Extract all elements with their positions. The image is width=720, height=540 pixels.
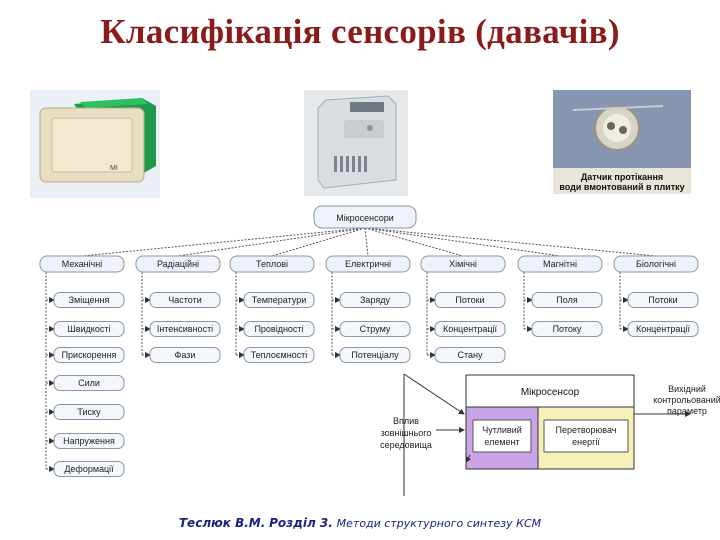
converter-line2: енергії	[572, 437, 600, 447]
root-node	[313, 205, 417, 229]
subcategory-node	[531, 292, 603, 308]
subcategory-label: Напруження	[63, 436, 115, 446]
subcategory-node	[243, 292, 315, 308]
subcategory-node	[53, 292, 125, 308]
category-label: Теплові	[256, 259, 288, 269]
subcategory-node	[149, 292, 221, 308]
subcategory-node	[149, 347, 221, 363]
subcategory-label: Частоти	[168, 295, 201, 305]
subcategory-label: Струму	[360, 324, 391, 334]
tree-branch-line	[364, 227, 464, 257]
category-label: Радіаційні	[157, 259, 199, 269]
category-node	[517, 255, 603, 273]
subcategory-node	[627, 321, 699, 337]
subcategory-label: Заряду	[360, 295, 390, 305]
subcategory-label: Температури	[252, 295, 307, 305]
scheme-header: Мікросенсор	[521, 387, 580, 398]
subcategory-label: Зміщення	[69, 295, 110, 305]
subcategory-node	[243, 321, 315, 337]
subcategory-label: Концентрації	[636, 324, 691, 334]
output-line3: параметр	[667, 406, 707, 416]
subcategory-label: Поля	[556, 295, 578, 305]
tree-branch-line	[81, 227, 366, 257]
subcategory-label: Сили	[78, 378, 100, 388]
sensitive-line2: елемент	[484, 437, 519, 447]
category-label: Механічні	[62, 259, 102, 269]
subcategory-label: Стану	[458, 350, 483, 360]
subcategory-node	[339, 347, 411, 363]
root-label: Мікросенсори	[336, 213, 394, 223]
influence-line2: зовнішнього	[381, 428, 432, 438]
leak-caption-line2: води вмонтований в плитку	[559, 182, 685, 192]
subcategory-node	[53, 375, 125, 391]
sensitive-line1: Чутливий	[482, 425, 522, 435]
subcategory-label: Швидкості	[68, 324, 111, 334]
subcategory-node	[243, 347, 315, 363]
footer-author: Теслюк В.М.	[178, 516, 266, 530]
category-label: Хімічні	[449, 259, 477, 269]
category-node	[613, 255, 699, 273]
category-label: Магнітні	[543, 259, 577, 269]
output-line2: контрольований	[653, 395, 720, 405]
category-node	[420, 255, 506, 273]
subcategory-label: Фази	[175, 350, 196, 360]
subcategory-node	[53, 321, 125, 337]
output-line1: Вихідний	[668, 384, 706, 394]
subcategory-label: Потоки	[648, 295, 677, 305]
influence-line3: середовища	[380, 440, 432, 450]
subcategory-label: Концентрації	[443, 324, 498, 334]
microsensor-scheme: Мікросенсор Чутливий елемент Перетворюва…	[380, 373, 720, 496]
influence-line1: Вплив	[393, 416, 419, 426]
subcategory-label: Тиску	[77, 407, 101, 417]
page-title: Класифікація сенсорів (давачів)	[100, 12, 620, 51]
subcategory-node	[434, 292, 506, 308]
category-node	[135, 255, 221, 273]
leak-caption-line1: Датчик протікання	[580, 172, 664, 182]
tree-to-scheme-arrow	[403, 373, 465, 415]
subcategory-node	[149, 321, 221, 337]
energy-converter-inner	[543, 419, 629, 453]
subcategory-label: Потоки	[455, 295, 484, 305]
detector-photo	[304, 90, 408, 196]
subcategory-node	[627, 292, 699, 308]
subcategory-label: Потоку	[553, 324, 582, 334]
subcategory-node	[53, 404, 125, 420]
tree-branch-line	[364, 227, 561, 257]
subcategory-node	[434, 321, 506, 337]
tree-branch-line	[177, 227, 366, 257]
converter-line1: Перетворювач	[556, 425, 617, 435]
switch-sensor-photo: MI	[30, 90, 160, 198]
subcategory-node	[339, 321, 411, 337]
footer: Теслюк В.М. Розділ 3. Методи структурног…	[0, 516, 720, 530]
category-node	[39, 255, 125, 273]
footer-topic: Методи структурного синтезу КСМ	[336, 517, 542, 530]
leak-sensor-photo: Датчик протікання води вмонтований в пли…	[553, 90, 691, 194]
category-node	[325, 255, 411, 273]
subcategory-node	[339, 292, 411, 308]
subcategory-label: Потенціалу	[351, 350, 399, 360]
subcategory-label: Провідності	[254, 324, 303, 334]
subcategory-node	[53, 461, 125, 477]
category-label: Електричні	[345, 259, 391, 269]
subcategory-label: Деформації	[64, 464, 114, 474]
svg-text:MI: MI	[110, 165, 118, 172]
side-arrow	[465, 454, 472, 463]
sensitive-element-inner	[472, 419, 532, 453]
subcategory-label: Прискорення	[62, 350, 117, 360]
subcategory-node	[531, 321, 603, 337]
subcategory-node	[53, 433, 125, 449]
category-node	[229, 255, 315, 273]
footer-section: Розділ 3.	[269, 516, 333, 530]
subcategory-label: Теплоємності	[251, 350, 308, 360]
category-label: Біологічні	[636, 259, 676, 269]
subcategory-label: Інтенсивності	[157, 324, 213, 334]
tree-branch-line	[364, 227, 369, 257]
subcategory-node	[53, 347, 125, 363]
tree-branch-line	[364, 227, 657, 257]
tree-branch-line	[271, 227, 366, 257]
subcategory-node	[434, 347, 506, 363]
